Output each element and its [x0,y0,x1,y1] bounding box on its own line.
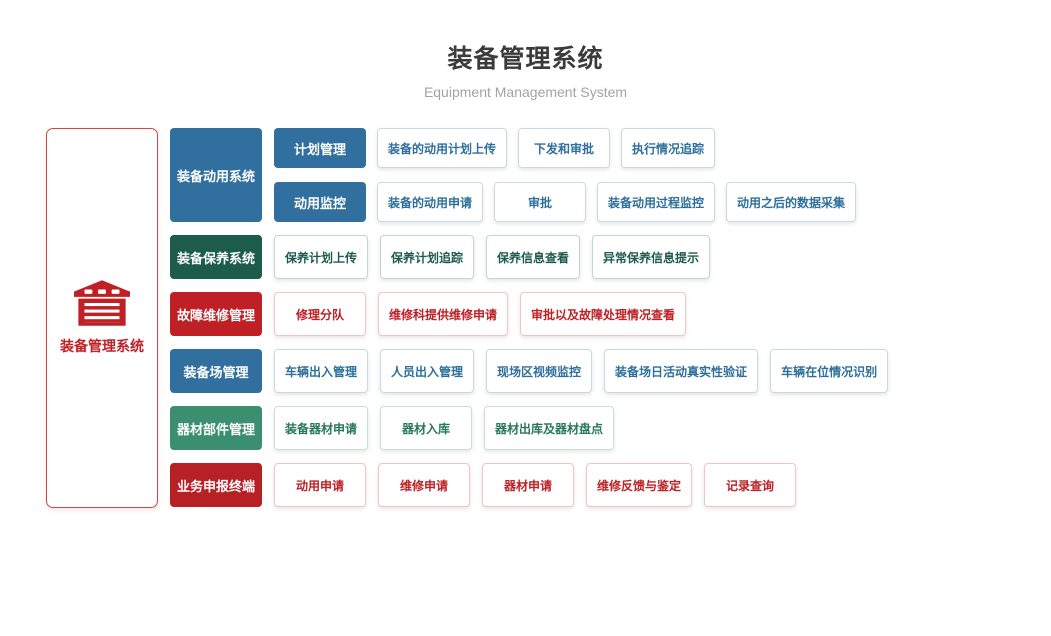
node-equipment-yard-management-3[interactable]: 装备场日活动真实性验证 [604,349,759,393]
category-fault-repair-management: 故障维修管理 [170,292,262,336]
node-maintenance-system-3[interactable]: 异常保养信息提示 [592,235,711,279]
subrows-equipment-deploy-system: 计划管理装备的动用计划上传下发和审批执行情况追踪动用监控装备的动用申请审批装备动… [274,128,857,222]
node-equipment-deploy-system-0-0[interactable]: 装备的动用计划上传 [377,128,508,168]
node-maintenance-system-1[interactable]: 保养计划追踪 [380,235,475,279]
branch-row-equipment-yard-management: 装备场管理车辆出入管理人员出入管理现场区视频监控装备场日活动真实性验证车辆在位情… [170,349,889,393]
branch-row-equipment-deploy-system: 装备动用系统计划管理装备的动用计划上传下发和审批执行情况追踪动用监控装备的动用申… [170,128,888,222]
lead-equipment-deploy-system-1: 动用监控 [274,182,366,222]
node-parts-management-1[interactable]: 器材入库 [380,406,473,450]
page-title: 装备管理系统 [447,45,604,73]
category-maintenance-system: 装备保养系统 [170,235,262,279]
node-business-report-terminal-4[interactable]: 记录查询 [704,463,797,507]
node-equipment-yard-management-1[interactable]: 人员出入管理 [380,349,475,393]
node-equipment-deploy-system-0-1[interactable]: 下发和审批 [518,128,611,168]
category-parts-management: 器材部件管理 [170,406,262,450]
node-equipment-yard-management-4[interactable]: 车辆在位情况识别 [770,349,889,393]
subrow-equipment-deploy-system-1: 动用监控装备的动用申请审批装备动用过程监控动用之后的数据采集 [274,182,857,222]
node-equipment-deploy-system-0-2[interactable]: 执行情况追踪 [621,128,716,168]
node-fault-repair-management-2[interactable]: 审批以及故障处理情况查看 [520,292,687,336]
garage-icon [74,280,130,326]
category-equipment-deploy-system: 装备动用系统 [170,128,262,222]
node-fault-repair-management-1[interactable]: 维修科提供维修申请 [378,292,509,336]
node-parts-management-0[interactable]: 装备器材申请 [274,406,369,450]
page-header: 装备管理系统 Equipment Management System [0,0,1051,101]
category-business-report-terminal: 业务申报终端 [170,463,262,507]
node-equipment-deploy-system-1-0[interactable]: 装备的动用申请 [377,182,484,222]
node-equipment-deploy-system-1-3[interactable]: 动用之后的数据采集 [726,182,857,222]
node-maintenance-system-0[interactable]: 保养计划上传 [274,235,369,279]
page-subtitle: Equipment Management System [423,84,628,100]
node-equipment-deploy-system-1-2[interactable]: 装备动用过程监控 [597,182,716,222]
system-diagram: 装备管理系统 装备动用系统计划管理装备的动用计划上传下发和审批执行情况追踪动用监… [46,128,1051,508]
branch-row-parts-management: 器材部件管理装备器材申请器材入库器材出库及器材盘点 [170,406,888,450]
node-business-report-terminal-2[interactable]: 器材申请 [482,463,574,507]
branch-row-business-report-terminal: 业务申报终端动用申请维修申请器材申请维修反馈与鉴定记录查询 [170,463,888,507]
subrow-equipment-deploy-system-0: 计划管理装备的动用计划上传下发和审批执行情况追踪 [274,128,856,168]
branch-row-fault-repair-management: 故障维修管理修理分队维修科提供维修申请审批以及故障处理情况查看 [170,292,888,336]
node-business-report-terminal-3[interactable]: 维修反馈与鉴定 [586,463,693,507]
root-label: 装备管理系统 [60,338,144,354]
category-equipment-yard-management: 装备场管理 [170,349,262,393]
branch-row-maintenance-system: 装备保养系统保养计划上传保养计划追踪保养信息查看异常保养信息提示 [170,235,888,279]
lead-equipment-deploy-system-0: 计划管理 [274,128,366,168]
root-node: 装备管理系统 [46,128,158,508]
node-equipment-deploy-system-1-1[interactable]: 审批 [494,182,587,222]
node-equipment-yard-management-0[interactable]: 车辆出入管理 [274,349,369,393]
branches-column: 装备动用系统计划管理装备的动用计划上传下发和审批执行情况追踪动用监控装备的动用申… [170,128,889,507]
node-business-report-terminal-0[interactable]: 动用申请 [274,463,366,507]
node-parts-management-2[interactable]: 器材出库及器材盘点 [484,406,615,450]
node-equipment-yard-management-2[interactable]: 现场区视频监控 [486,349,593,393]
node-business-report-terminal-1[interactable]: 维修申请 [378,463,470,507]
node-fault-repair-management-0[interactable]: 修理分队 [274,292,366,336]
node-maintenance-system-2[interactable]: 保养信息查看 [486,235,581,279]
